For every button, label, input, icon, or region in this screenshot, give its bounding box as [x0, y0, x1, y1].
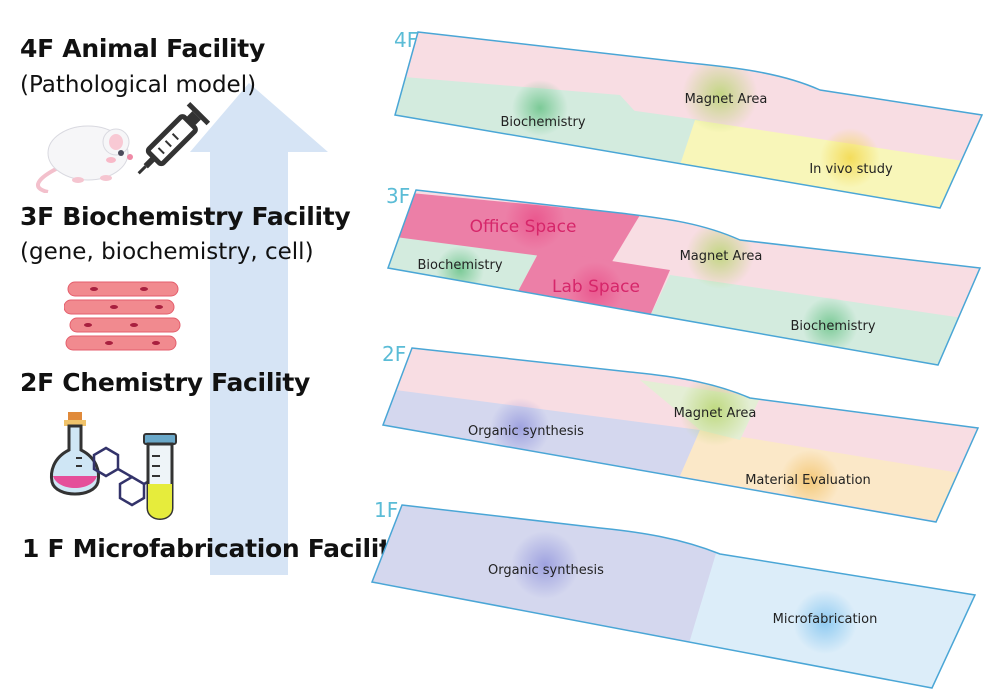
zone-3f-office: Office Space: [470, 217, 577, 237]
zone-3f-magnet: Magnet Area: [680, 249, 763, 264]
floor-3f-plan: [388, 190, 980, 365]
zone-3f-biochemistry-left: Biochemistry: [417, 258, 502, 273]
molecule-icon: [92, 446, 157, 507]
zone-1f-organic: Organic synthesis: [488, 563, 604, 578]
floor-2f-title: 2F Chemistry Facility: [20, 368, 311, 397]
floor-4f-tag: 4F: [394, 28, 418, 52]
test-tube-icon: [143, 433, 177, 520]
floor-2f-tag: 2F: [382, 342, 406, 366]
zone-1f-microfabrication: Microfabrication: [773, 612, 878, 627]
zone-4f-magnet: Magnet Area: [685, 92, 768, 107]
zone-2f-organic: Organic synthesis: [468, 424, 584, 439]
floor-3f-tag: 3F: [386, 184, 410, 208]
floor-4f-plan: [395, 32, 982, 208]
floor-2f-plan: [383, 348, 978, 522]
floor-4f-subtitle: (Pathological model): [20, 72, 257, 98]
floor-4f-title: 4F Animal Facility: [20, 34, 265, 63]
floor-1f-tag: 1F: [374, 498, 398, 522]
zone-4f-biochemistry: Biochemistry: [500, 115, 585, 130]
floor-3f-title: 3F Biochemistry Facility: [20, 202, 351, 231]
floor-3f-subtitle: (gene, biochemistry, cell): [20, 239, 314, 265]
zone-4f-invivo: In vivo study: [809, 162, 893, 177]
syringe-icon: [137, 101, 211, 175]
mouse-icon: [35, 125, 133, 193]
muscle-cells-icon: [64, 281, 181, 351]
zone-2f-magnet: Magnet Area: [674, 406, 757, 421]
zone-3f-biochemistry-right: Biochemistry: [790, 319, 875, 334]
zone-3f-lab: Lab Space: [552, 277, 640, 297]
zone-2f-material: Material Evaluation: [745, 473, 871, 488]
floor-1f-title: 1 F Microfabrication Facility: [22, 534, 407, 563]
